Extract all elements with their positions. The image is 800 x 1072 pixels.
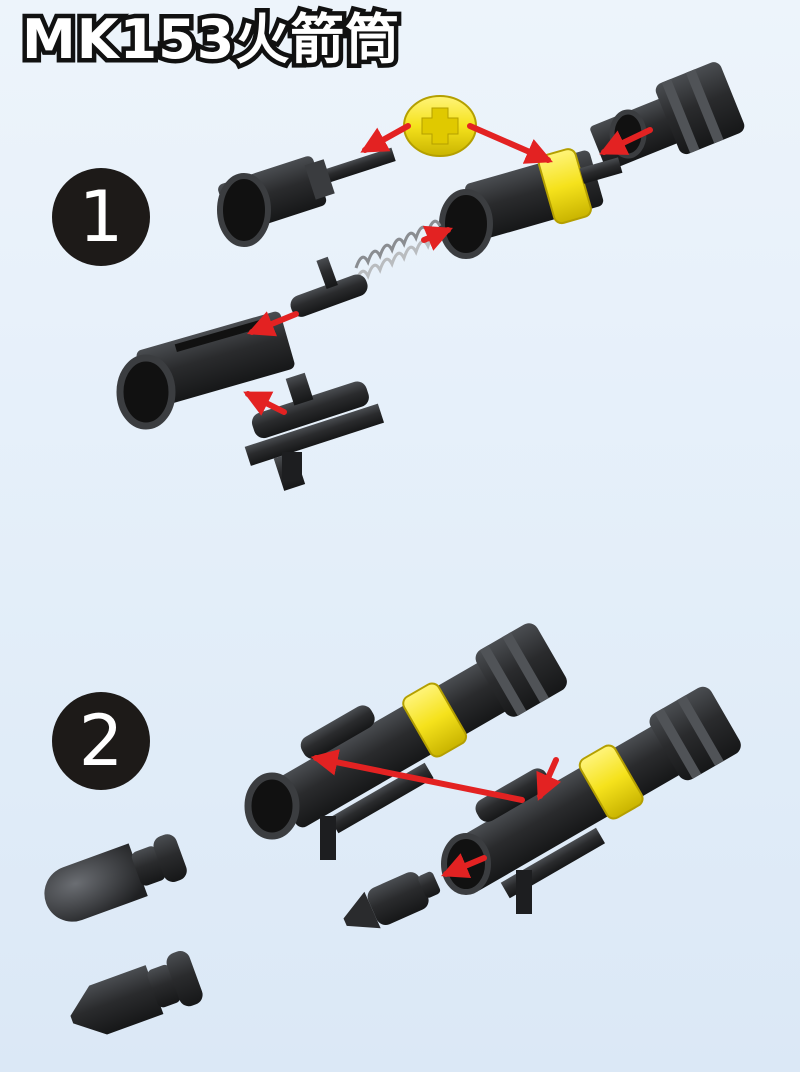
spring [354,219,442,283]
warhead-cone [70,951,203,1035]
end-cap-tube [217,147,396,247]
step-1-badge: 1 [52,168,150,266]
page-title: MK153火箭筒 [17,4,403,76]
step-2-badge: 2 [52,692,150,790]
step-2-arrows [310,749,562,879]
step-1-arrows [243,123,653,416]
assembled-launcher-left [244,623,567,860]
tube-with-yellow-ring [439,148,623,259]
yellow-cross-ring [403,95,477,157]
scope-mount [244,372,385,491]
warhead-round [44,834,187,922]
assembled-launcher-right [343,686,741,929]
trigger-pin [290,256,368,317]
